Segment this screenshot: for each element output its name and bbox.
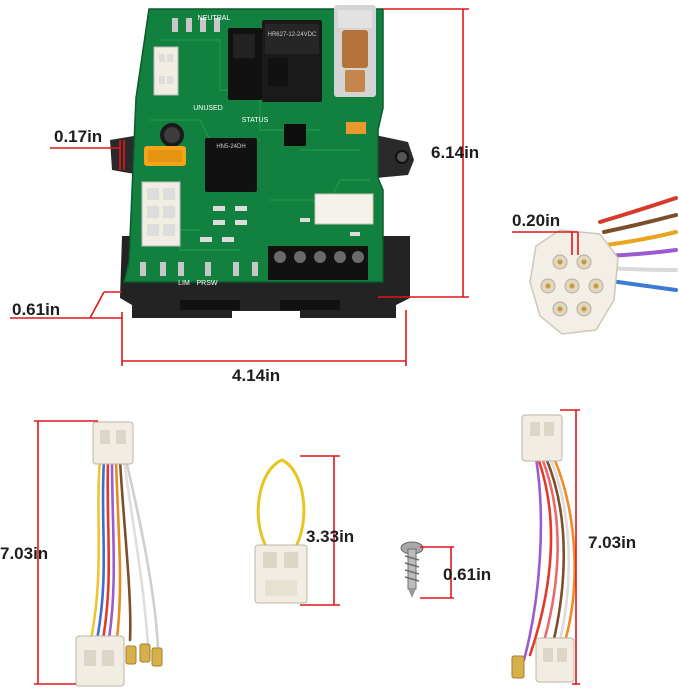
lim-marking: LIM bbox=[178, 280, 190, 287]
jumper-length-label: 3.33in bbox=[306, 527, 355, 546]
jumper-dimension bbox=[300, 455, 340, 606]
fuse-dimension-label: 0.17in bbox=[54, 127, 103, 146]
jumper-wire bbox=[254, 458, 308, 604]
prsw-marking: PRSW bbox=[197, 280, 218, 287]
board-width-label: 4.14in bbox=[232, 366, 281, 385]
screw-length-label: 0.61in bbox=[443, 565, 492, 584]
harness-right-length-label: 7.03in bbox=[588, 533, 637, 552]
unused-marking: UNUSED bbox=[193, 105, 223, 112]
plug-pitch-label: 0.20in bbox=[512, 211, 561, 230]
harness-left-dimension bbox=[34, 420, 98, 685]
screw-dimension bbox=[420, 546, 454, 599]
relay-label-top: HR627-12-24VDC bbox=[268, 32, 317, 38]
wire-harness-left bbox=[75, 421, 163, 687]
board-dimension-lines bbox=[10, 8, 469, 366]
relay-label-small: HN5-24DH bbox=[216, 144, 245, 150]
harness-left-length-label: 7.03in bbox=[0, 544, 49, 563]
neutral-marking: NEUTRAL bbox=[198, 15, 231, 22]
status-marking: STATUS bbox=[242, 117, 269, 124]
harness-right-dimension bbox=[560, 409, 580, 685]
control-board: HR627-12-24VDC HN5-24DH bbox=[110, 5, 414, 318]
board-height-label: 6.14in bbox=[431, 143, 480, 162]
base-height-label: 0.61in bbox=[12, 300, 61, 319]
wire-plug bbox=[512, 196, 678, 335]
wire-harness-right bbox=[511, 414, 576, 683]
mounting-screw bbox=[400, 541, 424, 598]
